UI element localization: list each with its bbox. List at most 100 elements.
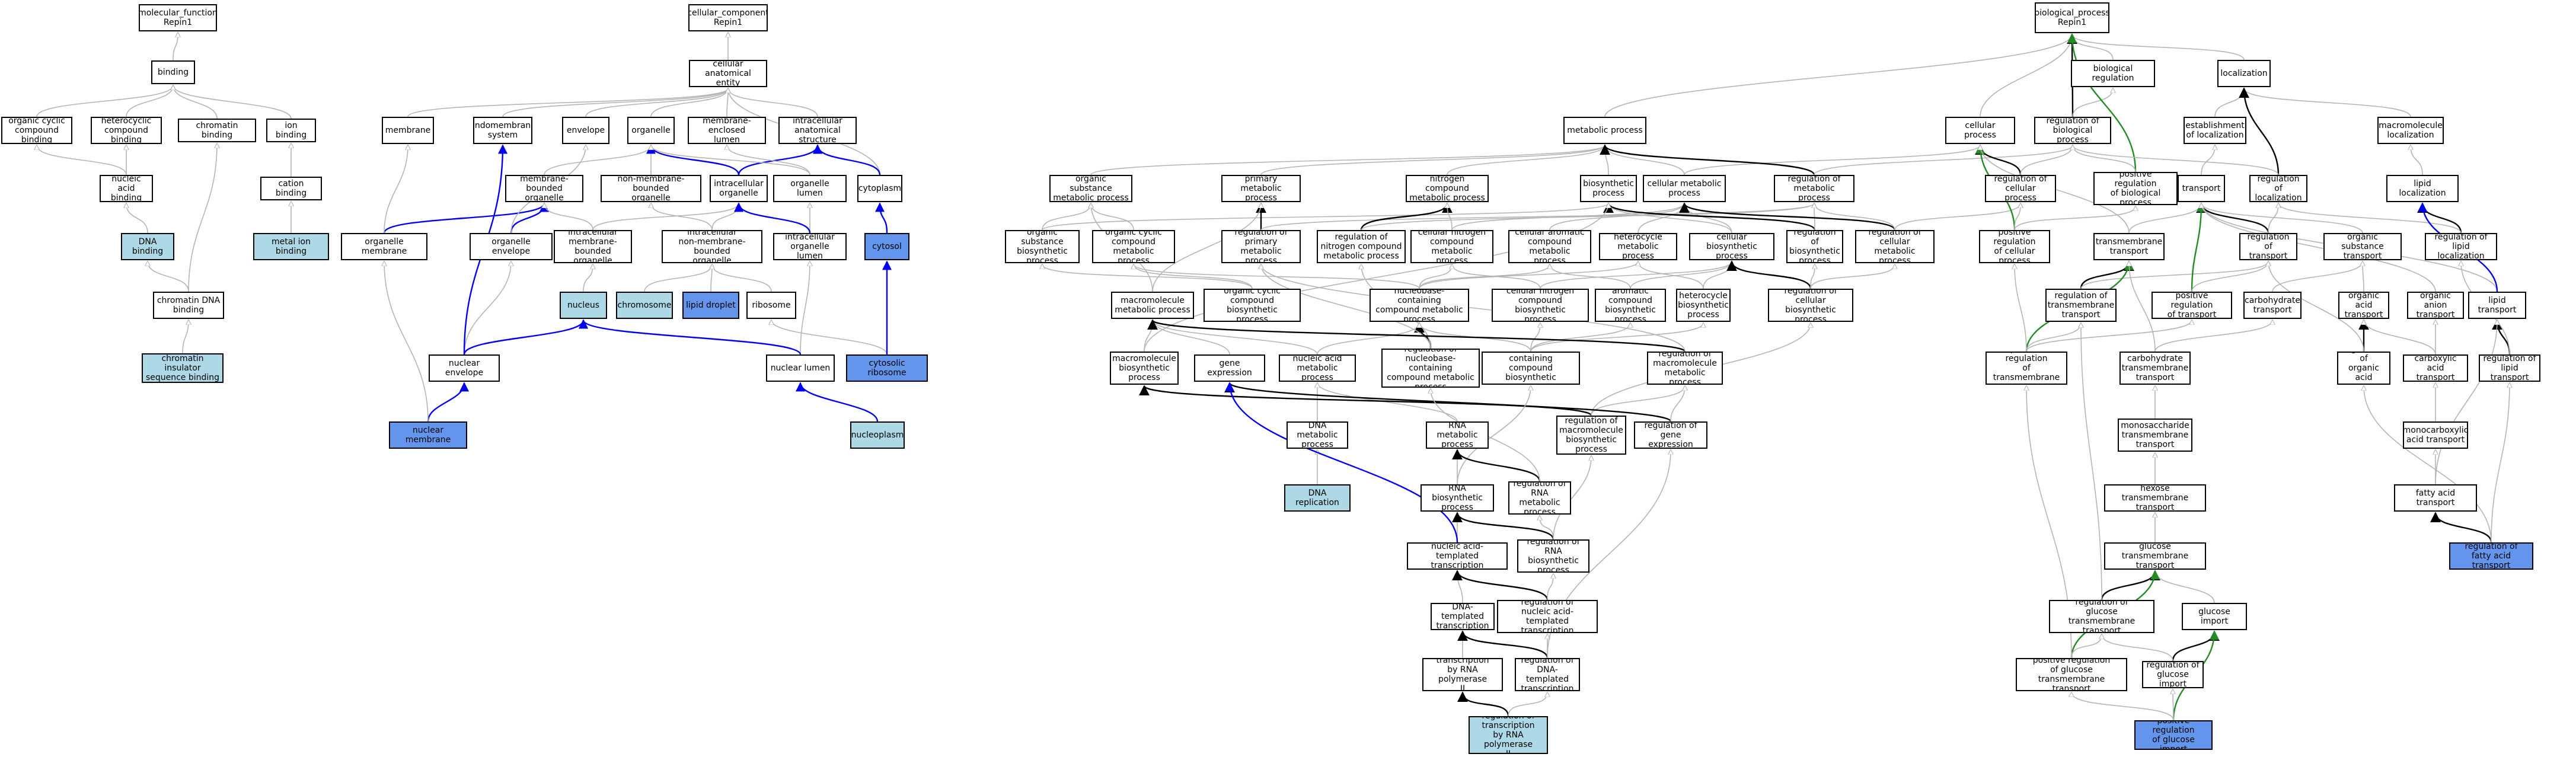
term-node-reg-glucose-tm[interactable]: regulation of glucose transmembrane tran… — [2049, 600, 2154, 633]
term-node-membrane-enclosed-lumen[interactable]: membrane-enclosed lumen — [688, 117, 766, 144]
term-node-glucose-import[interactable]: glucose import — [2182, 603, 2247, 630]
term-node-chromatin-dna-binding[interactable]: chromatin DNA binding — [153, 292, 224, 319]
term-node-org-subst-transport[interactable]: organic substance transport — [2323, 233, 2402, 260]
term-node-fatty-acid-transport[interactable]: fatty acid transport — [2394, 484, 2477, 512]
term-node-lipid-transport[interactable]: lipid transport — [2468, 292, 2526, 319]
term-node-reg-biosyn[interactable]: regulation of biosynthetic process — [1786, 230, 1843, 263]
term-node-non-membrane-bounded-org[interactable]: non-membrane-bounded organelle — [601, 175, 701, 202]
term-node-heterocycle-biosyn[interactable]: heterocycle biosynthetic process — [1676, 289, 1731, 322]
term-node-reg-cellular-process[interactable]: regulation of cellular process — [1985, 175, 2056, 202]
term-node-reg-tm-transport[interactable]: regulation of transmembrane transport — [2045, 289, 2117, 322]
term-node-bp-root[interactable]: biological_process Repin1 — [2035, 2, 2109, 33]
term-node-organelle[interactable]: organelle — [627, 117, 675, 144]
term-node-pos-reg-bio[interactable]: positive regulation of biological proces… — [2093, 172, 2178, 205]
term-node-organic-cyclic-cb[interactable]: organic cyclic compound binding — [1, 117, 72, 144]
term-node-reg-cell-biosyn[interactable]: regulation of cellular biosynthetic proc… — [1768, 289, 1853, 322]
term-node-macromolecule-loc[interactable]: macromolecule localization — [2377, 117, 2444, 144]
term-node-reg-transport[interactable]: regulation of transport — [2239, 233, 2297, 260]
term-node-intra-mbo[interactable]: intracellular membrane-bounded organelle — [554, 230, 632, 263]
term-node-dna-templated-tx[interactable]: DNA-templated transcription — [1431, 603, 1495, 630]
term-node-macromolecule-biosyn[interactable]: macromolecule biosynthetic process — [1110, 352, 1179, 385]
term-node-cytoplasm[interactable]: cytoplasm — [857, 175, 902, 202]
term-node-metal-ion-binding[interactable]: metal ion binding — [253, 233, 329, 260]
term-node-pos-reg-transport[interactable]: positive regulation of transport — [2152, 292, 2232, 319]
term-node-org-cyclic-metab[interactable]: organic cyclic compound metabolic proces… — [1092, 230, 1175, 263]
term-node-nucleoplasm[interactable]: nucleoplasm — [850, 421, 905, 449]
term-node-reg-organic-acid-transport[interactable]: regulation of organic acid transport — [2337, 352, 2390, 385]
term-node-reg-lipid-transport[interactable]: regulation of lipid transport — [2479, 354, 2540, 382]
term-node-org-cyclic-biosyn[interactable]: organic cyclic compound biosynthetic pro… — [1204, 289, 1301, 322]
term-node-pos-reg-tm-transport[interactable]: positive regulation of transmembrane tra… — [1986, 352, 2067, 385]
term-node-establishment-loc[interactable]: establishment of localization — [2184, 117, 2246, 144]
term-node-macromolecule-metab[interactable]: macromolecule metabolic process — [1111, 292, 1194, 319]
term-node-nitrogen-metab[interactable]: nitrogen compound metabolic process — [1406, 175, 1489, 202]
term-node-gene-expression[interactable]: gene expression — [1194, 354, 1265, 382]
term-node-nucleobase-metab[interactable]: nucleobase-containing compound metabolic… — [1370, 289, 1469, 322]
term-node-organic-acid-transport[interactable]: organic acid transport — [2338, 292, 2389, 319]
term-node-cation-binding[interactable]: cation binding — [260, 177, 322, 200]
term-node-org-subst-metab[interactable]: organic substance metabolic process — [1049, 175, 1132, 202]
term-node-transmembrane-transport[interactable]: transmembrane transport — [2093, 233, 2165, 260]
term-node-reg-macromolecule-metab[interactable]: regulation of macromolecule metabolic pr… — [1647, 352, 1723, 385]
term-node-lipid-droplet[interactable]: lipid droplet — [682, 292, 739, 319]
term-node-tx-rna-pol2[interactable]: transcription by RNA polymerase II — [1422, 658, 1503, 691]
term-node-org-subst-biosyn[interactable]: organic substance biosynthetic process — [1005, 230, 1080, 263]
term-node-reg-gene-expression[interactable]: regulation of gene expression — [1634, 421, 1707, 449]
term-node-intracellular-anat[interactable]: intracellular anatomical structure — [778, 117, 857, 144]
term-node-dna-replication[interactable]: DNA replication — [1284, 484, 1351, 512]
term-node-reg-cell-metab[interactable]: regulation of cellular metabolic process — [1855, 230, 1935, 263]
term-node-reg-nitrogen-metab[interactable]: regulation of nitrogen compound metaboli… — [1317, 230, 1406, 263]
term-node-aromatic-biosyn[interactable]: aromatic compound biosynthetic process — [1595, 289, 1666, 322]
term-node-carb-tm-transport[interactable]: carbohydrate transmembrane transport — [2119, 352, 2191, 385]
term-node-reg-localization[interactable]: regulation of localization — [2249, 175, 2307, 202]
term-node-rna-biosyn[interactable]: RNA biosynthetic process — [1421, 484, 1494, 512]
term-node-ribosome[interactable]: ribosome — [746, 292, 796, 319]
term-node-membrane-bounded-org[interactable]: membrane-bounded organelle — [505, 175, 583, 202]
term-node-cell-nitrogen-biosyn[interactable]: cellular nitrogen compound biosynthetic … — [1492, 289, 1589, 322]
term-node-reg-dna-templated-tx[interactable]: regulation of DNA-templated transcriptio… — [1515, 658, 1580, 691]
term-node-localization[interactable]: localization — [2217, 60, 2271, 87]
term-node-mf-root[interactable]: molecular_function Repin1 — [139, 4, 217, 31]
term-node-reg-nucleobase-metab[interactable]: regulation of nucleobase-containing comp… — [1381, 349, 1480, 388]
term-node-nuclear-lumen[interactable]: nuclear lumen — [766, 354, 835, 382]
term-node-reg-macromolecule-biosyn[interactable]: regulation of macromolecule biosynthetic… — [1556, 416, 1626, 455]
term-node-cellular-metab[interactable]: cellular metabolic process — [1643, 175, 1726, 202]
term-node-intra-nmbo[interactable]: intracellular non-membrane-bounded organ… — [662, 230, 762, 263]
term-node-carbohydrate-transport[interactable]: carbohydrate transport — [2243, 292, 2302, 319]
term-node-rna-metab[interactable]: RNA metabolic process — [1426, 421, 1489, 449]
term-node-membrane[interactable]: membrane — [382, 117, 434, 144]
term-node-pos-reg-glucose-import[interactable]: positive regulation of glucose import — [2134, 720, 2213, 750]
term-node-reg-primary-metab[interactable]: regulation of primary metabolic process — [1221, 230, 1301, 263]
term-node-pos-reg-cellular[interactable]: positive regulation of cellular process — [1979, 230, 2050, 263]
term-node-organelle-envelope[interactable]: organelle envelope — [470, 233, 553, 260]
term-node-reg-metab[interactable]: regulation of metabolic process — [1774, 175, 1854, 202]
term-node-dna-binding[interactable]: DNA binding — [121, 233, 174, 260]
term-node-biosynthetic[interactable]: biosynthetic process — [1580, 175, 1637, 202]
term-node-hexose-tm[interactable]: hexose transmembrane transport — [2104, 484, 2206, 512]
term-node-reg-na-templated-tx[interactable]: regulation of nucleic acid-templated tra… — [1497, 600, 1598, 633]
term-node-nucleic-acid-binding[interactable]: nucleic acid binding — [100, 175, 153, 202]
term-node-chromatin-binding[interactable]: chromatin binding — [178, 119, 256, 142]
term-node-endomembrane[interactable]: endomembrane system — [473, 117, 532, 144]
term-node-reg-fatty-acid-transport[interactable]: regulation of fatty acid transport — [2449, 542, 2533, 570]
term-node-cytosol[interactable]: cytosol — [864, 233, 909, 260]
term-node-lipid-localization[interactable]: lipid localization — [2386, 175, 2459, 202]
term-node-organelle-membrane[interactable]: organelle membrane — [341, 233, 427, 260]
term-node-cytosolic-ribosome[interactable]: cytosolic ribosome — [846, 354, 928, 382]
term-node-reg-glucose-import[interactable]: regulation of glucose import — [2142, 661, 2204, 688]
term-node-glucose-tm[interactable]: glucose transmembrane transport — [2104, 542, 2206, 570]
term-node-intra-org-lumen[interactable]: intracellular organelle lumen — [773, 233, 847, 260]
term-node-organic-anion-transport[interactable]: organic anion transport — [2407, 292, 2464, 319]
term-node-reg-rna-biosyn[interactable]: regulation of RNA biosynthetic process — [1517, 539, 1589, 573]
term-node-nucleic-acid-templated-tx[interactable]: nucleic acid-templated transcription — [1407, 542, 1508, 570]
term-node-nuclear-envelope[interactable]: nuclear envelope — [429, 354, 500, 382]
term-node-chromosome[interactable]: chromosome — [616, 292, 673, 319]
term-node-cell-biosyn[interactable]: cellular biosynthetic process — [1689, 233, 1774, 260]
term-node-binding[interactable]: binding — [151, 60, 195, 84]
term-node-heterocyclic-cb[interactable]: heterocyclic compound binding — [91, 117, 162, 144]
term-node-dna-metab[interactable]: DNA metabolic process — [1287, 421, 1348, 449]
term-node-monocarboxylic-transport[interactable]: monocarboxylic acid transport — [2403, 421, 2468, 449]
term-node-metabolic-process[interactable]: metabolic process — [1563, 117, 1646, 144]
term-node-reg-bio-process[interactable]: regulation of biological process — [2034, 117, 2111, 144]
term-node-cell-nitrogen-metab[interactable]: cellular nitrogen compound metabolic pro… — [1410, 230, 1493, 263]
